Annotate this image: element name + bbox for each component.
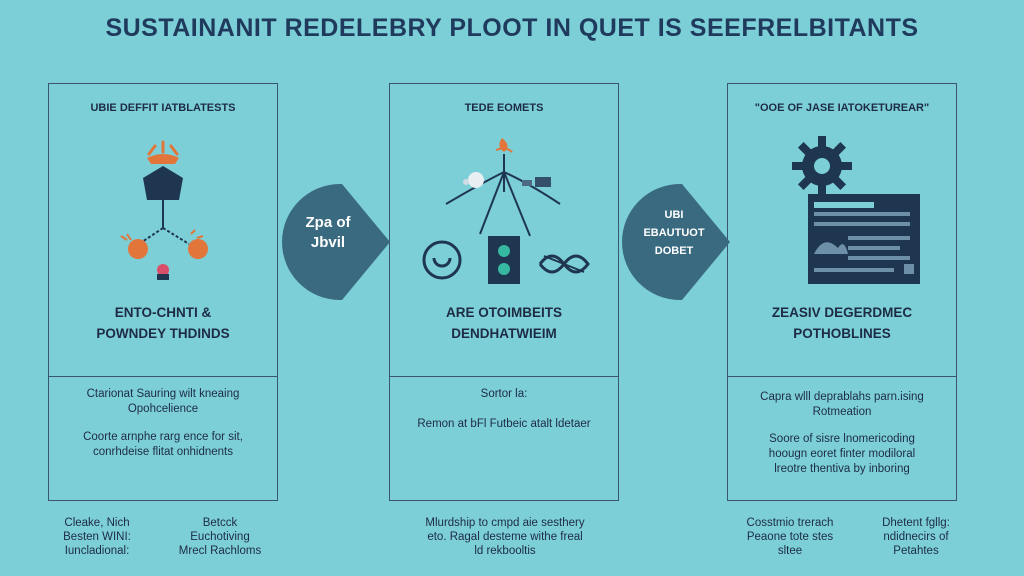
arrow-right-icon xyxy=(282,184,390,300)
hexagon-network-icon xyxy=(120,140,208,280)
arrow-label: UBI EBAUTUOT DOBET xyxy=(643,209,705,257)
panel-heading: ZEASIV DEGERDMEC POTHOBLINES xyxy=(771,305,913,341)
panel-line: hoougn eoret finter modiloral xyxy=(768,448,916,460)
panel-line: Coorte arnphe rarg ence for sit, xyxy=(83,431,243,443)
panel-right: "OOE OF JASE IATOKETUREAR" xyxy=(727,83,957,501)
footnote: Betcck Euchotiving Mrecl Rachloms xyxy=(178,517,262,557)
panel-title: UBIE DEFFIT IATBLATESTS xyxy=(90,102,236,114)
gear-dashboard-icon xyxy=(792,136,920,284)
footnote: Cleake, Nich Besten WINI: Iuncladional: xyxy=(63,517,131,557)
panel-title: "OOE OF JASE IATOKETUREAR" xyxy=(754,102,930,114)
panel-heading: ARE OTOIMBEITS DENDHATWIEIM xyxy=(445,305,562,341)
panel-line: Opohcelience xyxy=(127,403,199,415)
divider xyxy=(49,376,277,377)
panel-title: TEDE EOMETS xyxy=(464,102,544,114)
sensor-network-icon xyxy=(422,138,590,284)
divider xyxy=(390,376,618,377)
footnote: Mlurdship to cmpd aie sesthery eto. Raga… xyxy=(425,517,585,557)
panel-line: Sortor la: xyxy=(480,388,528,400)
page-title: SUSTAINANIT REDELEBRY PLOOT IN QUET IS S… xyxy=(105,14,919,42)
panel-heading: ENTO-CHNTI & POWNDEY THDINDS xyxy=(96,305,230,341)
arrow-label: Zpa of Jbvil xyxy=(305,214,351,251)
panel-line: Capra wlll deprablahs parn.ising xyxy=(760,391,924,403)
panel-line: conrhdeise flitat onhidnents xyxy=(92,446,233,458)
panel-line: lreotre thentiva by inboring xyxy=(774,463,910,475)
divider xyxy=(728,376,956,377)
panel-line: Ctarionat Sauring wilt kneaing xyxy=(86,388,240,400)
footnote: Dhetent fgllg: ndidnecirs of Petahtes xyxy=(882,517,950,557)
arrow-right-icon xyxy=(622,184,730,300)
panel-center: TEDE EOMETS ARE OTOIMBEITS DENDHATWIEIM … xyxy=(389,83,619,501)
panel-line: Rotmeation xyxy=(812,406,872,418)
panel-line: Remon at bFl Futbeic atalt ldetaer xyxy=(417,418,591,430)
footnote: Cosstmio trerach Peaone tote stes sltee xyxy=(746,517,834,557)
panel-left: UBIE DEFFIT IATBLATESTS ENTO-CHNTI & POW… xyxy=(48,83,278,501)
panel-line: Soore of sisre lnomericoding xyxy=(769,433,915,445)
